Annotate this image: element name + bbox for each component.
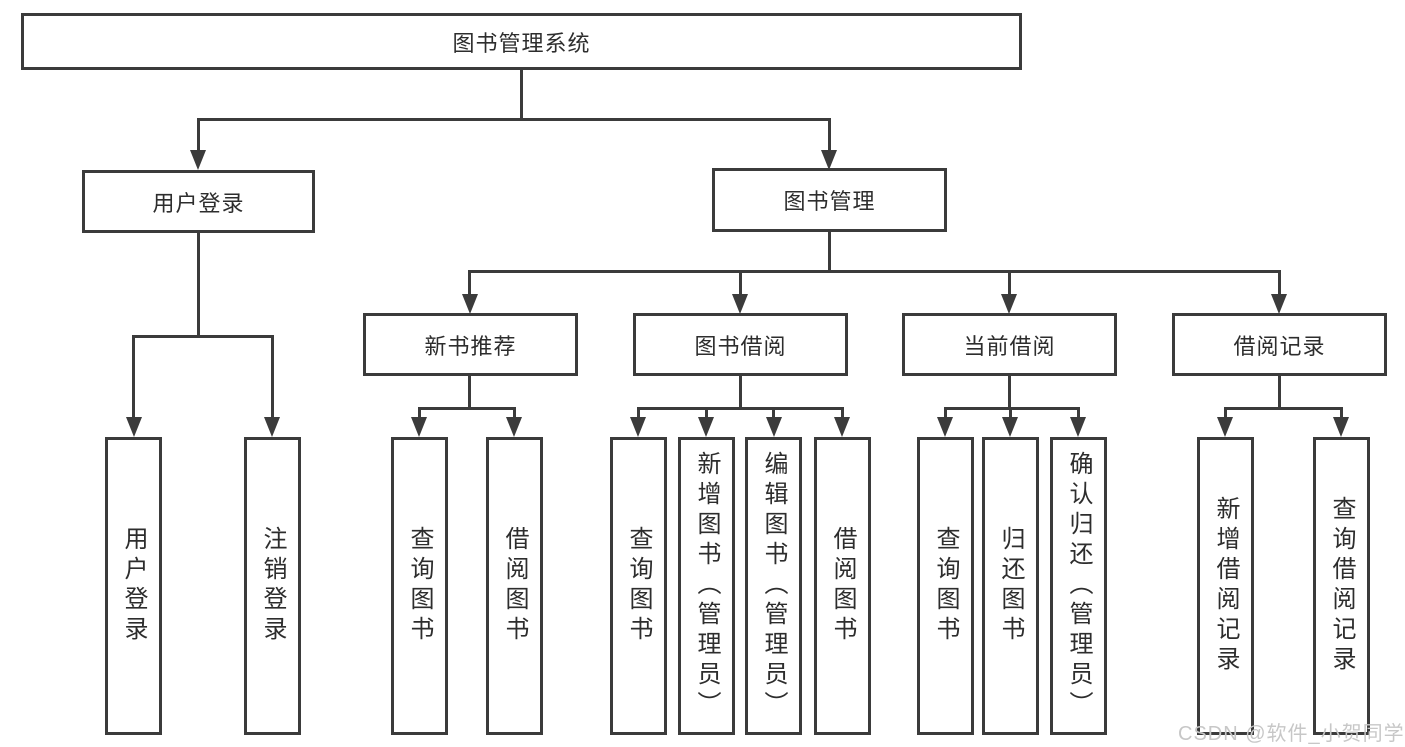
connector-drop-leaf <box>513 407 516 422</box>
connector-bb-branch <box>637 407 844 410</box>
connector-drop-leaf <box>944 407 947 422</box>
arrowhead-down-icon <box>937 417 953 437</box>
connector-book-mgmt-branch <box>468 270 1281 273</box>
leaf-logout: 注销登录 <box>244 437 301 735</box>
leaf-cb-query-books: 查询图书 <box>917 437 974 735</box>
leaf-user-login: 用户登录 <box>105 437 162 735</box>
connector-drop-level3 <box>468 270 471 297</box>
connector-drop-leaf <box>132 335 135 421</box>
connector-drop-leaf <box>1077 407 1080 422</box>
connector-br-stem <box>1278 376 1281 407</box>
arrowhead-down-icon <box>1001 294 1017 314</box>
connector-drop-leaf <box>1009 407 1012 422</box>
leaf-br-add-record: 新增借阅记录 <box>1197 437 1254 735</box>
node-current-borrow: 当前借阅 <box>902 313 1117 376</box>
connector-drop-leaf <box>1340 407 1343 422</box>
connector-cb-branch <box>944 407 1080 410</box>
arrowhead-down-icon <box>1271 294 1287 314</box>
connector-drop-leaf <box>271 335 274 421</box>
arrowhead-down-icon <box>506 417 522 437</box>
arrowhead-down-icon <box>1070 417 1086 437</box>
arrowhead-down-icon <box>462 294 478 314</box>
connector-root-branch <box>197 118 831 121</box>
connector-drop-level3 <box>739 270 742 297</box>
connector-book-mgmt-stem <box>828 232 831 270</box>
connector-drop-level3 <box>1278 270 1281 297</box>
leaf-nb-query-books: 查询图书 <box>391 437 448 735</box>
connector-drop-leaf <box>772 407 775 422</box>
leaf-nb-borrow-books: 借阅图书 <box>486 437 543 735</box>
connector-nb-stem <box>468 376 471 407</box>
connector-br-branch <box>1224 407 1343 410</box>
leaf-cb-return-books: 归还图书 <box>982 437 1039 735</box>
arrowhead-down-icon <box>821 150 837 170</box>
arrowhead-down-icon <box>1217 417 1233 437</box>
arrowhead-down-icon <box>766 417 782 437</box>
leaf-bb-edit-books-admin: 编辑图书（管理员） <box>745 437 802 735</box>
arrowhead-down-icon <box>1333 417 1349 437</box>
node-borrow-records: 借阅记录 <box>1172 313 1387 376</box>
connector-drop-leaf <box>841 407 844 422</box>
connector-drop-leaf <box>1224 407 1227 422</box>
leaf-bb-add-books-admin: 新增图书（管理员） <box>678 437 735 735</box>
leaf-bb-borrow-books: 借阅图书 <box>814 437 871 735</box>
arrowhead-down-icon <box>630 417 646 437</box>
connector-user-login-branch <box>132 335 274 338</box>
connector-drop-leaf <box>637 407 640 422</box>
node-root: 图书管理系统 <box>21 13 1022 70</box>
connector-drop-leaf <box>418 407 421 422</box>
connector-drop-book-management <box>828 118 831 154</box>
connector-root-stem <box>520 70 523 118</box>
connector-drop-leaf <box>705 407 708 422</box>
arrowhead-down-icon <box>126 417 142 437</box>
watermark: CSDN @软件_小贺同学 <box>1178 723 1405 745</box>
connector-bb-stem <box>739 376 742 407</box>
connector-drop-level3 <box>1008 270 1011 297</box>
leaf-br-query-record: 查询借阅记录 <box>1313 437 1370 735</box>
arrowhead-down-icon <box>411 417 427 437</box>
connector-cb-stem <box>1008 376 1011 407</box>
arrowhead-down-icon <box>834 417 850 437</box>
leaf-bb-query-books: 查询图书 <box>610 437 667 735</box>
arrowhead-down-icon <box>190 150 206 170</box>
arrowhead-down-icon <box>264 417 280 437</box>
arrowhead-down-icon <box>1002 417 1018 437</box>
connector-drop-user-login <box>197 118 200 154</box>
node-book-management: 图书管理 <box>712 168 947 232</box>
connector-nb-branch <box>418 407 516 410</box>
node-book-borrow: 图书借阅 <box>633 313 848 376</box>
node-user-login: 用户登录 <box>82 170 315 233</box>
node-new-book-recommend: 新书推荐 <box>363 313 578 376</box>
arrowhead-down-icon <box>698 417 714 437</box>
connector-user-login-stem <box>197 233 200 335</box>
arrowhead-down-icon <box>732 294 748 314</box>
leaf-cb-confirm-return-admin: 确认归还（管理员） <box>1050 437 1107 735</box>
